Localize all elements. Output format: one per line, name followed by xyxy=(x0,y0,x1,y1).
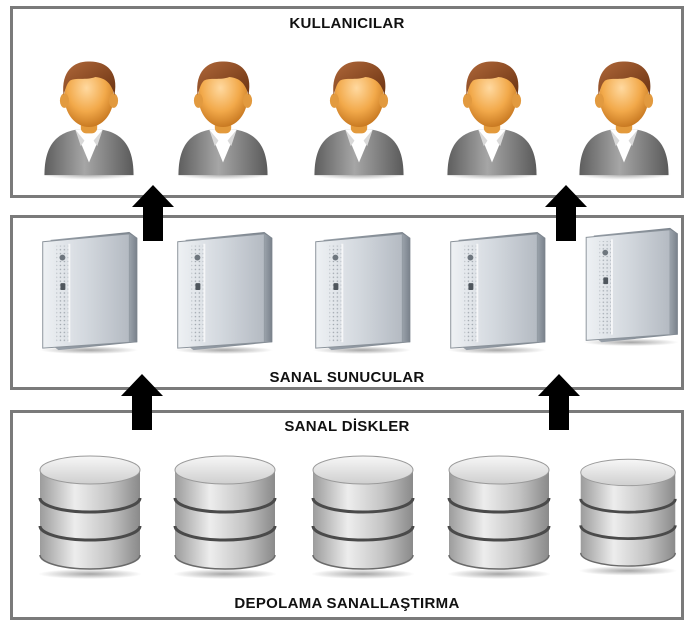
servers-title: SANAL SUNUCULAR xyxy=(269,369,425,386)
user-icon xyxy=(442,49,542,185)
disk-stack-icon xyxy=(444,447,554,583)
server-tower-icon xyxy=(439,228,555,356)
server-tower-icon xyxy=(304,228,420,356)
up-arrow-icon xyxy=(132,185,174,241)
server-tower-icon xyxy=(166,228,282,356)
servers-panel: SANAL SUNUCULAR xyxy=(10,215,684,390)
storage-title: DEPOLAMA SANALLAŞTIRMA xyxy=(234,595,460,612)
storage-panel: SANAL DİSKLER DEPOLAMA SANALLAŞTIRMA xyxy=(10,410,684,620)
disk-stack-icon xyxy=(576,447,680,583)
user-icon xyxy=(574,49,674,185)
user-icon xyxy=(309,49,409,185)
users-title: KULLANICILAR xyxy=(289,15,405,32)
virtual-disks-title: SANAL DİSKLER xyxy=(284,418,410,435)
server-tower-icon xyxy=(576,224,686,348)
disk-stack-icon xyxy=(308,447,418,583)
up-arrow-icon xyxy=(545,185,587,241)
server-tower-icon xyxy=(31,228,147,356)
users-panel: KULLANICILAR xyxy=(10,6,684,198)
user-icon xyxy=(173,49,273,185)
up-arrow-icon xyxy=(538,374,580,430)
disk-stack-icon xyxy=(35,447,145,583)
up-arrow-icon xyxy=(121,374,163,430)
user-icon xyxy=(39,49,139,185)
disk-stack-icon xyxy=(170,447,280,583)
